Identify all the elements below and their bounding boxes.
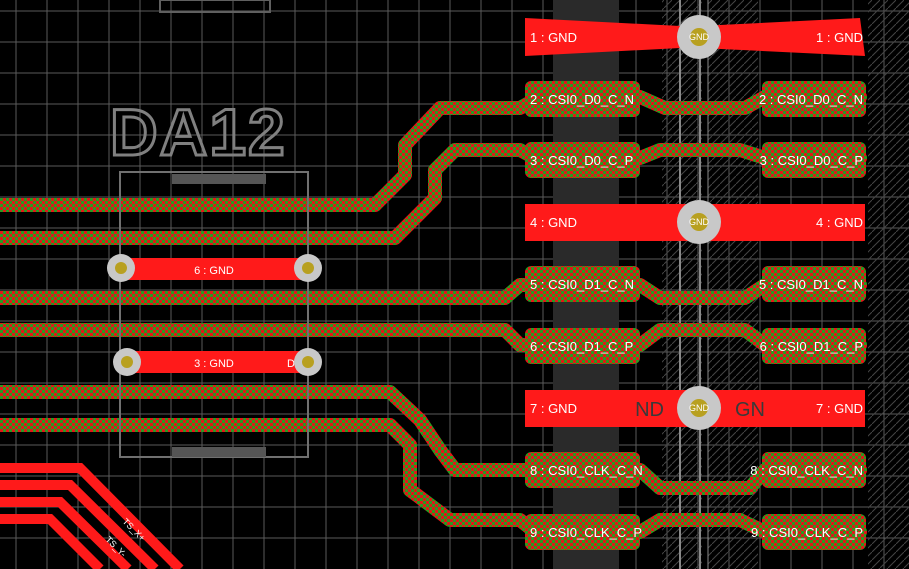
connector-pad-right-4[interactable]: 4 : GND bbox=[816, 215, 863, 230]
connector-pad-left-2[interactable]: 2 : CSI0_D0_C_N bbox=[525, 81, 640, 117]
gnd-via[interactable]: GND bbox=[677, 386, 721, 430]
connector-pad-left-8[interactable]: 8 : CSI0_CLK_C_N bbox=[525, 452, 643, 488]
pad-copper bbox=[525, 142, 640, 178]
pad-copper bbox=[120, 258, 310, 280]
pad-copper bbox=[762, 266, 866, 302]
pad-copper bbox=[525, 452, 640, 488]
pad-copper bbox=[525, 266, 640, 302]
small-via[interactable] bbox=[294, 348, 322, 376]
trace-ts-x bbox=[0, 480, 159, 569]
small-via[interactable] bbox=[107, 254, 135, 282]
connector-pad-right-6[interactable]: 6 : CSI0_D1_C_P bbox=[760, 328, 866, 364]
pad-label: 5 : CSI0_D1_C_N bbox=[530, 277, 634, 292]
via-label: GND bbox=[689, 32, 710, 42]
connector-pad-left-7[interactable]: 7 : GND bbox=[530, 401, 577, 416]
pad-label: 6 : CSI0_D1_C_P bbox=[530, 339, 633, 354]
connector-pad-left-3[interactable]: 3 : CSI0_D0_C_P bbox=[525, 142, 640, 178]
connector-pad-right-1[interactable]: 1 : GND bbox=[816, 30, 863, 45]
component-designator: DA12 bbox=[110, 95, 287, 169]
connector-pad-right-2[interactable]: 2 : CSI0_D0_C_N bbox=[759, 81, 866, 117]
pad-label: 7 : GND bbox=[816, 401, 863, 416]
pad-label: 3 : GND bbox=[194, 358, 234, 370]
trace-ts-outer bbox=[0, 463, 184, 569]
connector-left-pads: 1 : GND 2 : CSI0_D0_C_N 3 : CSI0_D0_C_P 4 :… bbox=[525, 30, 643, 550]
pad-label: 4 : GND bbox=[530, 215, 577, 230]
gnd-via[interactable]: GND bbox=[677, 15, 721, 59]
keepout-hatch-b bbox=[708, 0, 758, 569]
pad-label: 8 : CSI0_CLK_C_N bbox=[750, 463, 863, 478]
keepout-hatch-a bbox=[662, 0, 702, 569]
pad-label: 1 : GND bbox=[530, 30, 577, 45]
via-label: GND bbox=[689, 217, 710, 227]
keepout-hatch-c bbox=[868, 0, 909, 569]
pad-copper bbox=[762, 328, 866, 364]
net-fragment-label: GN bbox=[735, 399, 765, 421]
pad-label: 9 : CSI0_CLK_C_P bbox=[530, 525, 642, 540]
net-fragment-label: ND bbox=[635, 399, 664, 421]
pad-copper bbox=[762, 142, 866, 178]
connector-right-pads: 1 : GND 2 : CSI0_D0_C_N 3 : CSI0_D0_C_P 4 :… bbox=[750, 30, 866, 550]
trace-ts-inner bbox=[0, 514, 104, 569]
trace-ts-y bbox=[0, 497, 132, 569]
gnd-pad-6[interactable]: 6 : GND bbox=[120, 258, 310, 280]
connector-pad-left-9[interactable]: 9 : CSI0_CLK_C_P bbox=[525, 514, 642, 550]
small-via[interactable] bbox=[294, 254, 322, 282]
pad-label: 1 : GND bbox=[816, 30, 863, 45]
connector-pad-right-5[interactable]: 5 : CSI0_D1_C_N bbox=[759, 266, 866, 302]
pad-label: 2 : CSI0_D0_C_N bbox=[530, 92, 634, 107]
net-fragment-label: D bbox=[287, 358, 295, 370]
trace-csi0-d1-n bbox=[0, 278, 867, 305]
trace-csi0-d1-p bbox=[0, 323, 867, 352]
pad-copper bbox=[525, 514, 640, 550]
connector-pad-right-8[interactable]: 8 : CSI0_CLK_C_N bbox=[750, 452, 866, 488]
connector-pad-right-3[interactable]: 3 : CSI0_D0_C_P bbox=[760, 142, 866, 178]
via-label: GND bbox=[689, 403, 710, 413]
pad-copper bbox=[525, 81, 640, 117]
component-body-bar bbox=[172, 174, 266, 184]
pad-copper bbox=[525, 328, 640, 364]
component-body-bar bbox=[172, 447, 266, 457]
pad-label: 6 : CSI0_D1_C_P bbox=[760, 339, 863, 354]
pad-copper bbox=[762, 514, 866, 550]
pad-label: 9 : CSI0_CLK_C_P bbox=[751, 525, 863, 540]
connector-pad-left-6[interactable]: 6 : CSI0_D1_C_P bbox=[525, 328, 640, 364]
adjacent-footprint-outline bbox=[159, 0, 271, 13]
connector-pad-right-7[interactable]: 7 : GND bbox=[816, 401, 863, 416]
pad-copper bbox=[762, 452, 866, 488]
pad-label: 4 : GND bbox=[816, 215, 863, 230]
component-da12[interactable]: DA12 bbox=[109, 0, 309, 458]
pad-copper bbox=[125, 351, 310, 373]
small-via[interactable] bbox=[113, 348, 141, 376]
pad-copper bbox=[762, 81, 866, 117]
pad-label: 5 : CSI0_D1_C_N bbox=[759, 277, 863, 292]
pad-label: 6 : GND bbox=[194, 265, 234, 277]
pad-label: 3 : CSI0_D0_C_P bbox=[760, 153, 863, 168]
gnd-via[interactable]: GND bbox=[677, 200, 721, 244]
pad-label: 2 : CSI0_D0_C_N bbox=[759, 92, 863, 107]
connector-pad-left-1[interactable]: 1 : GND bbox=[530, 30, 577, 45]
gnd-pad-3[interactable]: 3 : GND D bbox=[125, 351, 310, 373]
pad-label: 3 : CSI0_D0_C_P bbox=[530, 153, 633, 168]
ts-traces[interactable] bbox=[0, 463, 184, 569]
connector-pad-left-4[interactable]: 4 : GND bbox=[530, 215, 577, 230]
pad-label: 8 : CSI0_CLK_C_N bbox=[530, 463, 643, 478]
connector-pad-right-9[interactable]: 9 : CSI0_CLK_C_P bbox=[751, 514, 866, 550]
connector-pad-left-5[interactable]: 5 : CSI0_D1_C_N bbox=[525, 266, 640, 302]
pad-label: 7 : GND bbox=[530, 401, 577, 416]
diff-pair-traces[interactable] bbox=[0, 90, 867, 539]
